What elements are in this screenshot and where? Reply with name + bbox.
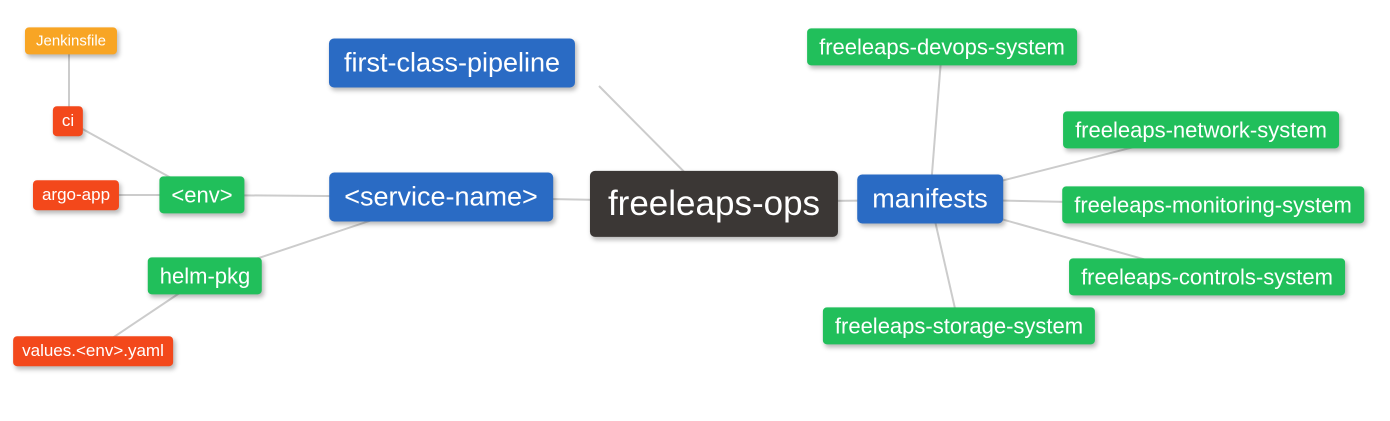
node-freeleaps-network-system[interactable]: freeleaps-network-system [1063, 111, 1339, 149]
node-ci[interactable]: ci [52, 106, 84, 136]
node-helm-pkg[interactable]: helm-pkg [147, 257, 263, 295]
node-service-name[interactable]: <service-name> [329, 172, 553, 222]
node-freeleaps-devops-system[interactable]: freeleaps-devops-system [807, 28, 1077, 66]
node-values-env-yaml[interactable]: values.<env>.yaml [13, 336, 173, 366]
node-argo-app[interactable]: argo-app [32, 180, 120, 210]
node-freeleaps-controls-system[interactable]: freeleaps-controls-system [1069, 258, 1345, 296]
node-freeleaps-ops[interactable]: freeleaps-ops [589, 170, 839, 238]
node-first-class-pipeline[interactable]: first-class-pipeline [328, 38, 576, 88]
node-jenkinsfile[interactable]: Jenkinsfile [24, 27, 118, 55]
node-freeleaps-storage-system[interactable]: freeleaps-storage-system [822, 307, 1096, 345]
edge-manifests-to-freeleaps-devops-system [929, 46, 943, 200]
node-env[interactable]: <env> [159, 176, 245, 214]
node-freeleaps-monitoring-system[interactable]: freeleaps-monitoring-system [1062, 186, 1364, 224]
node-manifests[interactable]: manifests [857, 174, 1003, 224]
